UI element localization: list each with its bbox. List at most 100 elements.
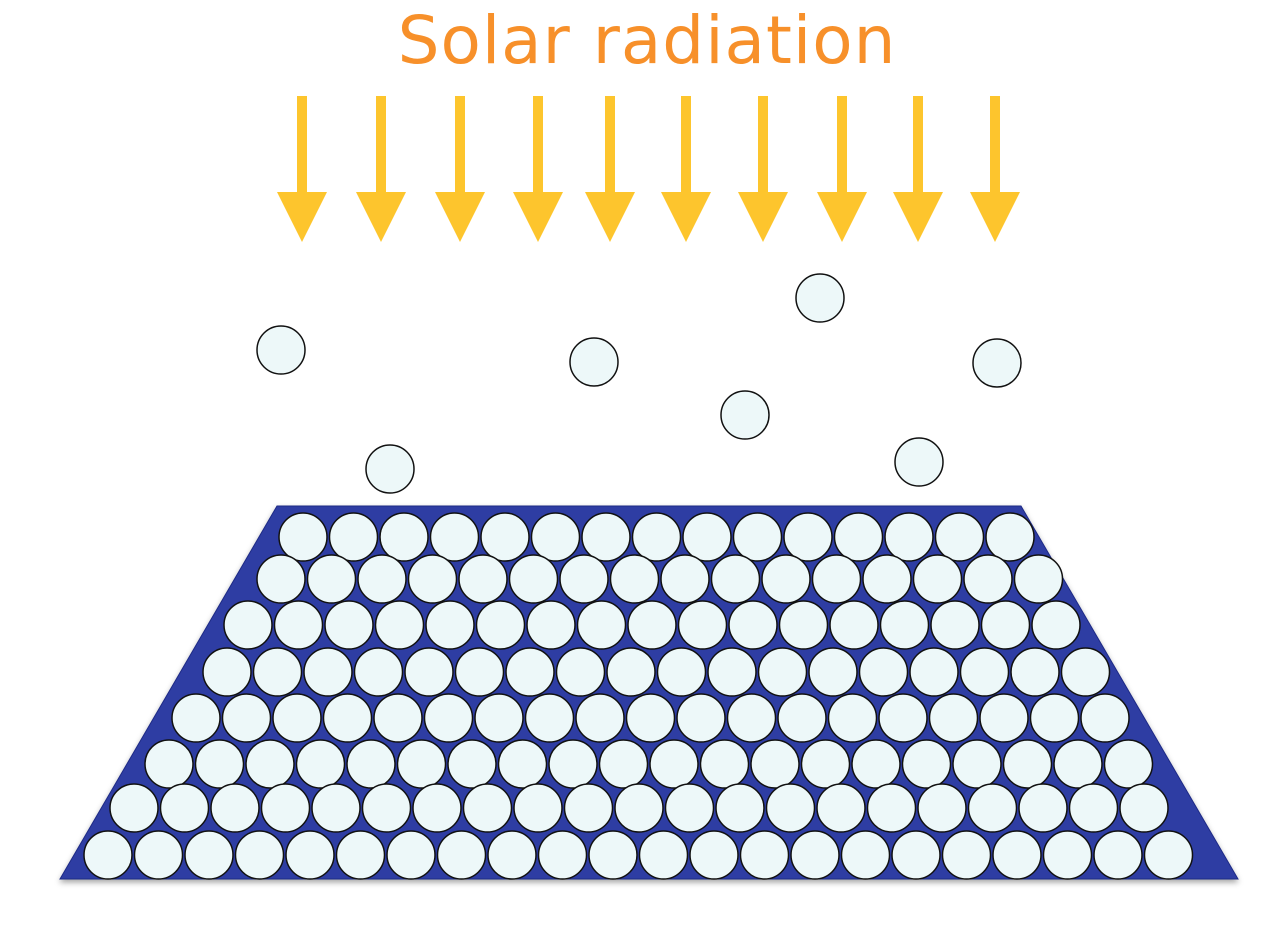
circle-particle-icon [221,693,272,743]
circle-particle-icon [425,600,475,650]
packed-particles [83,512,1194,880]
circle-particle-icon [1031,600,1081,650]
circle-particle-icon [412,783,462,833]
circle-particle-icon [513,783,563,833]
circle-particle-icon [575,693,625,743]
circle-particle-icon [475,600,526,650]
circle-particle-icon [879,600,930,650]
circle-particle-icon [458,554,508,604]
circle-particle-icon [497,739,548,789]
circle-particle-icon [1018,783,1068,833]
circle-particle-icon [396,739,447,789]
circle-particle-icon [429,512,480,562]
circle-particle-icon [800,739,851,789]
circle-particle-icon [210,783,260,833]
circle-particle-icon [816,783,866,833]
circle-particle-icon [1093,830,1143,880]
circle-particle-icon [447,739,497,789]
down-arrow-icon [970,96,1020,242]
circle-particle-icon [878,693,928,743]
circle-particle-icon [194,739,245,789]
circle-particle-icon [664,783,715,833]
circle-particle-icon [353,647,404,697]
circle-particle-icon [625,693,676,743]
circle-particle-icon [436,830,487,880]
circle-particle-icon [757,647,808,697]
circle-particle-icon [979,693,1029,743]
circle-particle-icon [365,444,415,494]
circle-particle-icon [930,600,980,650]
circle-particle-icon [480,512,530,562]
down-arrow-icon [738,96,788,242]
circle-particle-icon [676,693,726,743]
circle-particle-icon [992,830,1042,880]
circle-particle-icon [833,512,884,562]
circle-particle-icon [952,739,1002,789]
circle-particle-icon [184,830,234,880]
circle-particle-icon [569,337,619,387]
circle-particle-icon [530,512,581,562]
circle-particle-icon [373,693,423,743]
circle-particle-icon [1103,739,1154,789]
circle-particle-icon [959,647,1010,697]
circle-particle-icon [783,512,833,562]
circle-particle-icon [909,647,959,697]
circle-particle-icon [728,600,778,650]
circle-particle-icon [322,693,373,743]
circle-particle-icon [827,693,878,743]
circle-particle-icon [548,739,598,789]
circle-particle-icon [234,830,285,880]
circle-particle-icon [588,830,638,880]
circle-particle-icon [884,512,934,562]
circle-particle-icon [656,647,707,697]
circle-particle-icon [295,739,346,789]
circle-particle-icon [901,739,952,789]
circle-particle-icon [707,647,757,697]
circle-particle-icon [777,693,827,743]
circle-particle-icon [487,830,537,880]
circle-particle-icon [761,554,811,604]
circle-particle-icon [765,783,816,833]
circle-particle-icon [985,512,1035,562]
circle-particle-icon [941,830,992,880]
down-arrow-icon [893,96,943,242]
circle-particle-icon [606,647,656,697]
circle-particle-icon [732,512,783,562]
circle-particle-icon [726,693,777,743]
circle-particle-icon [790,830,840,880]
circle-particle-icon [638,830,689,880]
circle-particle-icon [627,600,677,650]
circle-particle-icon [660,554,710,604]
circle-particle-icon [357,554,407,604]
circle-particle-icon [715,783,765,833]
circle-particle-icon [1013,554,1064,604]
circle-particle-icon [374,600,425,650]
circle-particle-icon [524,693,575,743]
circle-particle-icon [328,512,379,562]
circle-particle-icon [699,739,750,789]
circle-particle-icon [1053,739,1103,789]
circle-particle-icon [1029,693,1080,743]
circle-particle-icon [750,739,800,789]
circle-particle-icon [159,783,210,833]
circle-particle-icon [649,739,699,789]
circle-particle-icon [934,512,985,562]
circle-particle-icon [252,647,303,697]
circle-particle-icon [720,390,770,440]
circle-particle-icon [202,647,252,697]
circle-particle-icon [1010,647,1060,697]
down-arrow-icon [817,96,867,242]
circle-particle-icon [133,830,184,880]
circle-particle-icon [891,830,941,880]
circle-particle-icon [273,600,324,650]
circle-particle-icon [829,600,879,650]
circle-particle-icon [631,512,682,562]
down-arrow-icon [356,96,406,242]
circle-particle-icon [1143,830,1194,880]
circle-particle-icon [462,783,513,833]
circle-particle-icon [682,512,732,562]
circle-particle-icon [404,647,454,697]
circle-particle-icon [256,325,306,375]
